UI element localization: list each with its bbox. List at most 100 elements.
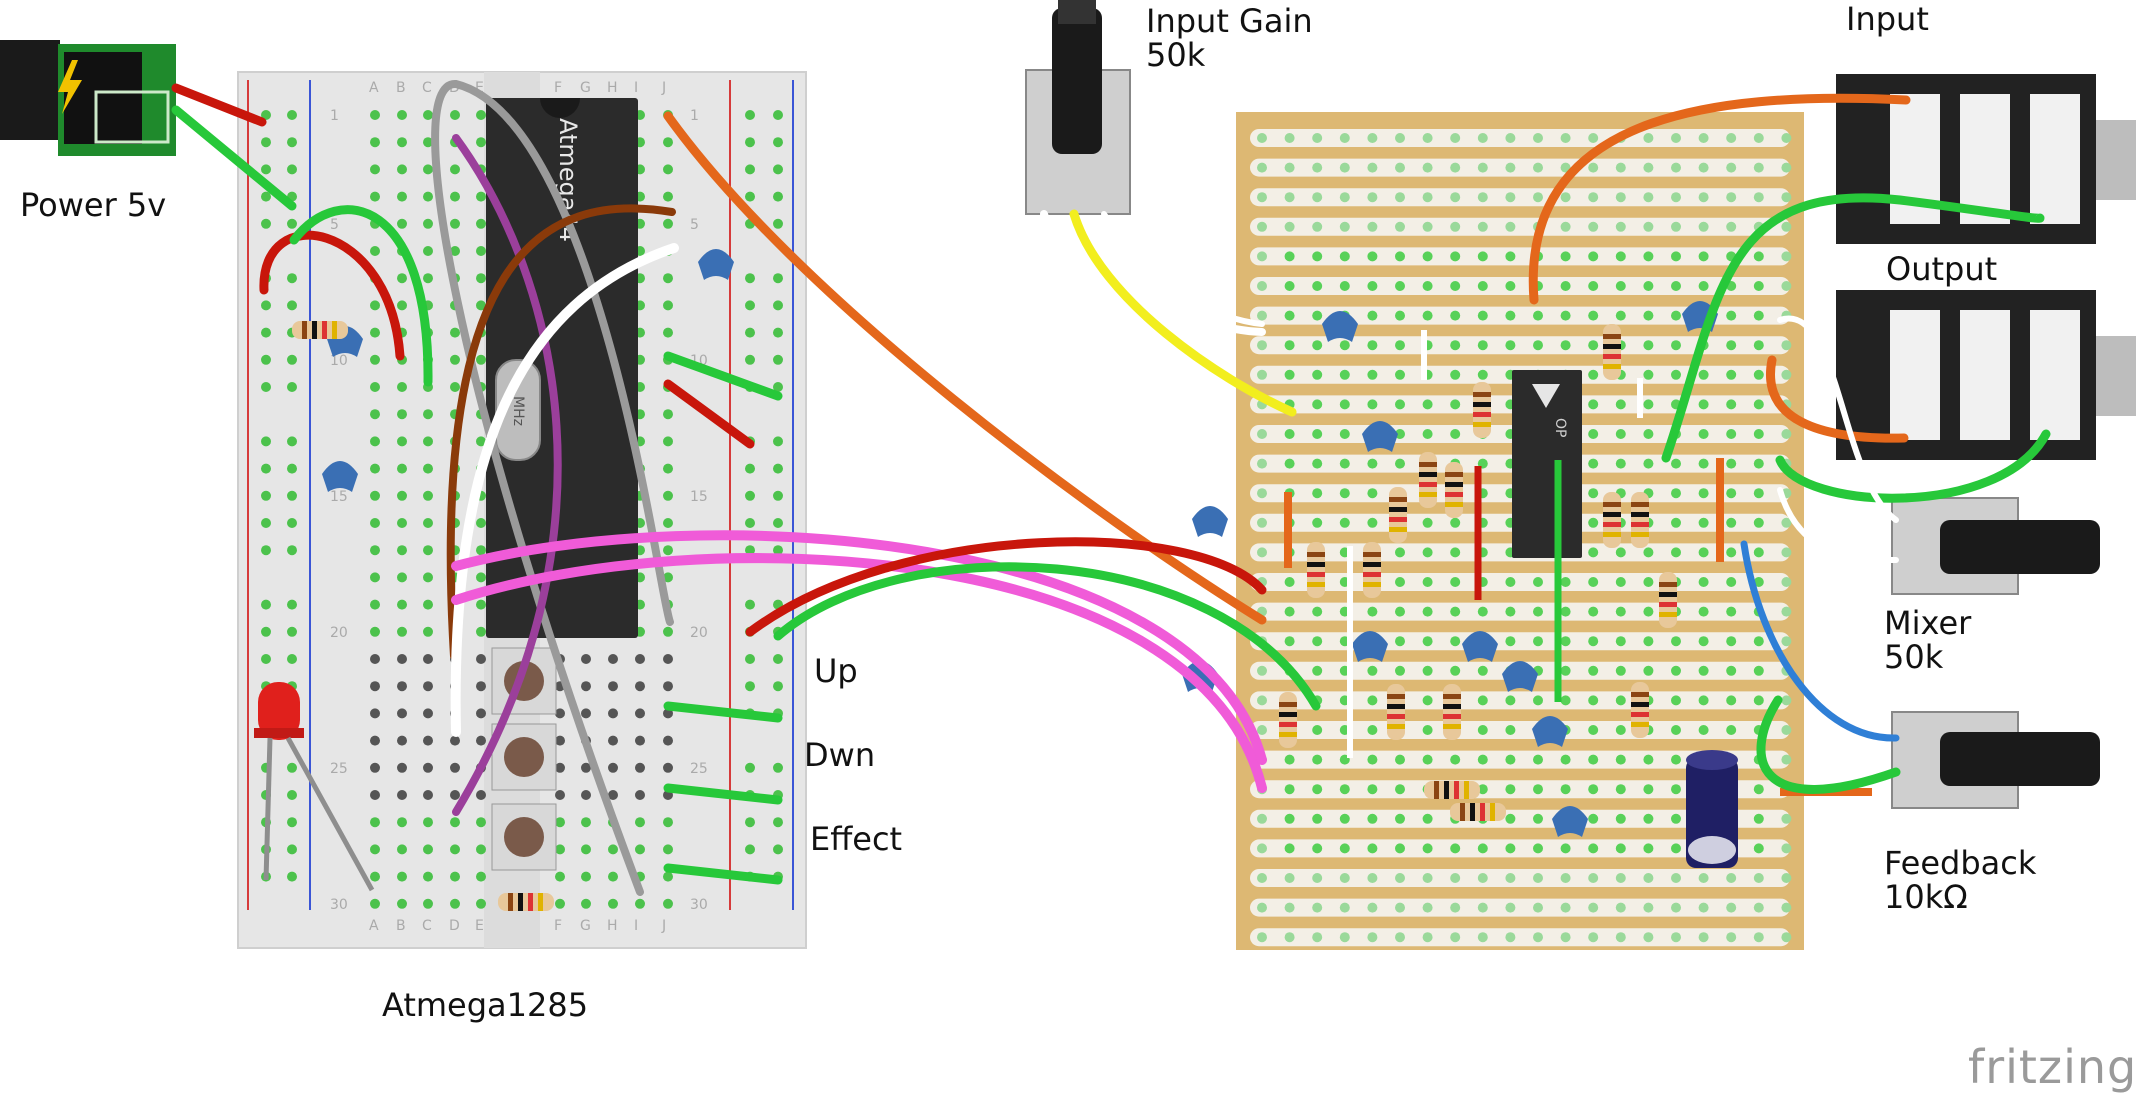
strip-hole	[1615, 902, 1626, 913]
resistor-band	[1454, 781, 1459, 799]
breadboard-hole	[370, 164, 380, 175]
breadboard-hole	[423, 110, 433, 120]
copper-strip	[1250, 632, 1790, 651]
strip-hole	[1395, 813, 1405, 824]
column-letter: F	[554, 80, 562, 96]
breadboard-hole	[608, 898, 618, 909]
potentiometer-input-gain[interactable]	[1025, 0, 1131, 215]
strip-hole	[1312, 340, 1323, 351]
strip-hole	[1781, 754, 1792, 765]
resistor-band	[1631, 512, 1649, 517]
strip-hole	[1312, 369, 1323, 380]
strip-hole	[1339, 369, 1350, 380]
strip-hole	[1422, 547, 1433, 558]
strip-hole	[1781, 843, 1792, 854]
breadboard-hole	[450, 844, 460, 855]
wire	[446, 204, 676, 660]
button-down[interactable]	[491, 723, 557, 791]
lightning-icon	[58, 60, 82, 114]
row-number: 30	[690, 897, 708, 913]
strip-hole	[1505, 695, 1516, 706]
strip-hole	[1450, 873, 1461, 883]
column-letter: D	[449, 918, 460, 934]
rail-hole	[261, 218, 271, 229]
resistor-band	[1279, 722, 1297, 727]
strip-hole	[1533, 813, 1543, 824]
rail-hole	[773, 762, 783, 773]
strip-hole	[1698, 665, 1709, 676]
strip-hole	[1588, 932, 1599, 943]
strip-hole	[1450, 369, 1461, 380]
strip-hole	[1367, 310, 1378, 321]
strip-hole	[1615, 547, 1626, 558]
resistor-band	[1603, 344, 1621, 349]
rail-hole	[261, 382, 271, 392]
breadboard-hole	[663, 654, 673, 664]
breadboard-hole	[476, 110, 486, 120]
wire	[663, 111, 1267, 625]
rail-hole	[745, 191, 755, 202]
breadboard-hole	[635, 817, 645, 828]
breadboard-hole	[370, 545, 380, 556]
strip-hole	[1726, 725, 1737, 735]
resistor-band	[1363, 572, 1381, 577]
resistor-band	[302, 321, 307, 339]
breadboard-hole	[663, 436, 673, 447]
strip-hole	[1422, 162, 1433, 173]
resistor-band	[508, 893, 513, 911]
strip-hole	[1698, 517, 1709, 528]
resistor-band	[1631, 522, 1649, 527]
strip-hole	[1339, 902, 1350, 913]
resistor	[1307, 542, 1325, 598]
strip-hole	[1753, 784, 1764, 795]
strip-hole	[1395, 133, 1405, 143]
strip-hole	[1588, 547, 1599, 558]
strip-hole	[1339, 843, 1350, 854]
strip-hole	[1643, 665, 1654, 676]
rail-hole	[773, 218, 783, 229]
rail-hole	[287, 871, 297, 882]
breadboard-hole	[581, 898, 591, 909]
resistor-band	[1603, 512, 1621, 517]
strip-hole	[1560, 310, 1571, 321]
breadboard-hole	[370, 871, 380, 882]
wire	[1756, 695, 1901, 794]
strip-hole	[1643, 310, 1654, 321]
ceramic-capacitor	[1192, 506, 1228, 537]
breadboard-hole	[663, 708, 673, 719]
strip-hole	[1588, 636, 1599, 647]
strip-hole	[1284, 221, 1295, 232]
breadboard-hole	[608, 654, 618, 664]
potentiometer-feedback[interactable]	[1891, 711, 2100, 809]
resistor-band	[1631, 712, 1649, 717]
strip-hole	[1450, 399, 1461, 410]
button-effect[interactable]	[491, 803, 557, 871]
strip-hole	[1257, 813, 1267, 824]
audio-jack-output[interactable]	[1836, 290, 2136, 460]
strip-hole	[1367, 221, 1378, 232]
breadboard-hole	[397, 164, 407, 175]
strip-hole	[1753, 192, 1764, 203]
strip-hole	[1450, 932, 1461, 943]
strip-hole	[1257, 725, 1267, 735]
breadboard-hole	[370, 790, 380, 800]
strip-hole	[1339, 192, 1350, 203]
resistor	[292, 321, 348, 339]
strip-hole	[1395, 399, 1405, 410]
strip-hole	[1395, 577, 1405, 587]
resistor-band	[1389, 517, 1407, 522]
strip-hole	[1726, 162, 1737, 173]
strip-hole	[1781, 606, 1792, 617]
strip-hole	[1781, 429, 1792, 439]
strip-hole	[1643, 932, 1654, 943]
rail-hole	[773, 681, 783, 692]
strip-hole	[1671, 162, 1681, 173]
ceramic-capacitor	[698, 249, 734, 280]
strip-hole	[1588, 310, 1599, 321]
potentiometer-mixer[interactable]	[1891, 497, 2100, 595]
strip-hole	[1588, 873, 1599, 883]
strip-hole	[1395, 221, 1405, 232]
copper-strip	[1250, 809, 1790, 828]
breadboard-hole	[663, 572, 673, 583]
breadboard-hole	[555, 844, 565, 855]
